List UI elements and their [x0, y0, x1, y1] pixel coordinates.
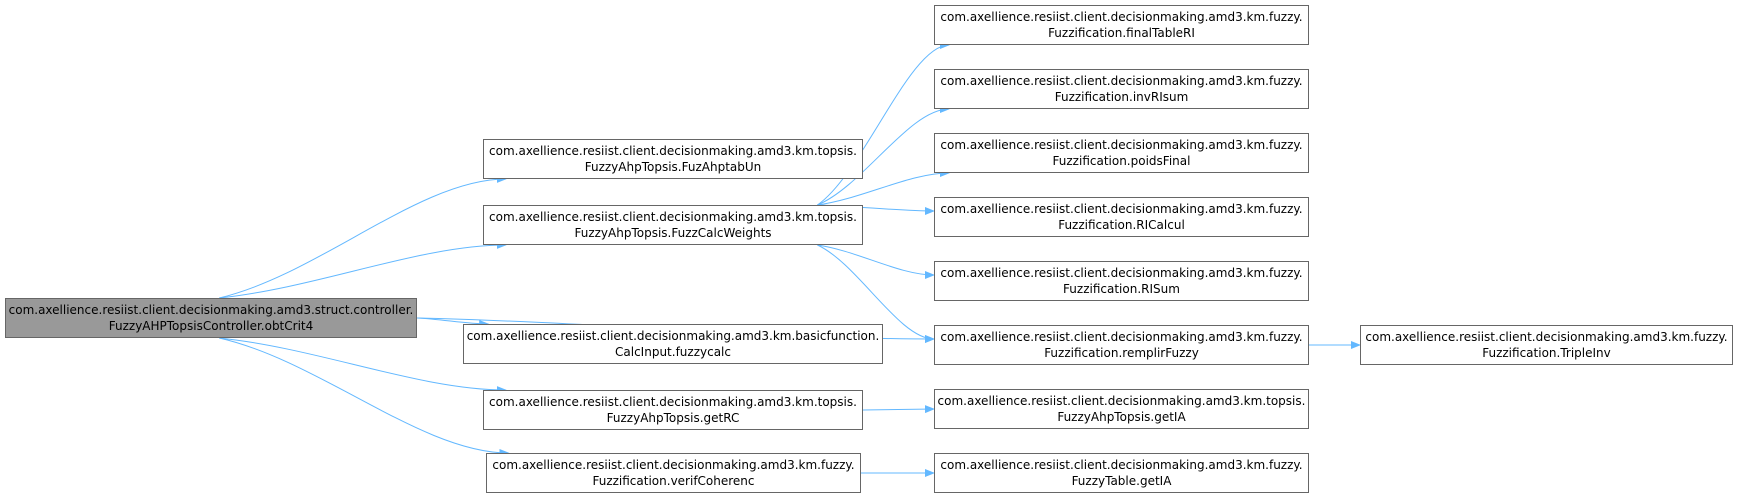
- node-verifcoherenc-method: Fuzzification.verifCoherenc: [592, 474, 755, 488]
- node-getia-table-package: com.axellience.resiist.client.decisionma…: [940, 458, 1303, 472]
- node-poidsfinal-method: Fuzzification.poidsFinal: [1052, 154, 1191, 168]
- node-finaltableri-package: com.axellience.resiist.client.decisionma…: [940, 10, 1303, 24]
- edge-fuzzcalcweights-to-invrisum: [817, 105, 950, 206]
- node-getia-table[interactable]: com.axellience.resiist.client.decisionma…: [934, 453, 1309, 493]
- node-getia-table-method: FuzzyTable.getIA: [1071, 474, 1172, 488]
- node-fuzzcalcweights-method: FuzzyAhpTopsis.FuzzCalcWeights: [574, 226, 772, 240]
- node-fuzzcalcweights-package: com.axellience.resiist.client.decisionma…: [489, 210, 857, 224]
- node-risum-package: com.axellience.resiist.client.decisionma…: [940, 266, 1303, 280]
- node-finaltableri[interactable]: com.axellience.resiist.client.decisionma…: [934, 5, 1309, 45]
- edge-root-to-verifcoherenc: [219, 337, 510, 457]
- node-invrisum-method: Fuzzification.invRIsum: [1054, 90, 1189, 104]
- node-obtcrit4-method: FuzzyAHPTopsisController.obtCrit4: [108, 319, 314, 333]
- edge-root-to-getrc: [219, 337, 507, 394]
- node-remplirfuzzy-package: com.axellience.resiist.client.decisionma…: [940, 330, 1303, 344]
- edge-fuzzcalcweights-to-remplirfuzzy: [817, 244, 935, 343]
- node-fuzzycalc[interactable]: com.axellience.resiist.client.decisionma…: [463, 324, 883, 364]
- node-finaltableri-method: Fuzzification.finalTableRI: [1048, 26, 1195, 40]
- edge-fuzzcalcweights-to-risum: [817, 244, 935, 279]
- edge-getrc-to-getia_topsis: [862, 405, 935, 414]
- node-fuzahptabun[interactable]: com.axellience.resiist.client.decisionma…: [483, 139, 863, 179]
- node-obtcrit4[interactable]: com.axellience.resiist.client.decisionma…: [5, 298, 417, 338]
- node-poidsfinal-package: com.axellience.resiist.client.decisionma…: [940, 138, 1303, 152]
- node-risum-method: Fuzzification.RISum: [1063, 282, 1180, 296]
- node-remplirfuzzy[interactable]: com.axellience.resiist.client.decisionma…: [934, 325, 1309, 365]
- node-getia-topsis-package: com.axellience.resiist.client.decisionma…: [937, 394, 1306, 408]
- node-getrc-package: com.axellience.resiist.client.decisionma…: [489, 395, 857, 409]
- node-fuzahptabun-method: FuzzyAhpTopsis.FuzAhptabUn: [584, 160, 762, 174]
- edge-fuzzcalcweights-to-finaltableri: [817, 41, 950, 206]
- node-ricalcul[interactable]: com.axellience.resiist.client.decisionma…: [934, 197, 1309, 237]
- node-invrisum[interactable]: com.axellience.resiist.client.decisionma…: [934, 69, 1309, 109]
- node-getia-topsis[interactable]: com.axellience.resiist.client.decisionma…: [934, 389, 1309, 429]
- node-remplirfuzzy-method: Fuzzification.remplirFuzzy: [1044, 346, 1199, 360]
- node-invrisum-package: com.axellience.resiist.client.decisionma…: [940, 74, 1303, 88]
- node-getrc-method: FuzzyAhpTopsis.getRC: [606, 411, 740, 425]
- node-tripleinv-package: com.axellience.resiist.client.decisionma…: [1365, 330, 1728, 344]
- node-getia-topsis-method: FuzzyAhpTopsis.getIA: [1057, 410, 1186, 424]
- node-fuzahptabun-package: com.axellience.resiist.client.decisionma…: [489, 144, 857, 158]
- edge-root-to-fuzzcalcweights: [219, 241, 507, 299]
- node-risum[interactable]: com.axellience.resiist.client.decisionma…: [934, 261, 1309, 301]
- node-tripleinv-method: Fuzzification.TripleInv: [1482, 346, 1611, 360]
- edge-fuzzcalcweights-to-poidsfinal: [817, 169, 950, 206]
- node-tripleinv[interactable]: com.axellience.resiist.client.decisionma…: [1360, 325, 1733, 365]
- node-ricalcul-package: com.axellience.resiist.client.decisionma…: [940, 202, 1303, 216]
- edge-root-to-fuzahptabun: [219, 175, 507, 299]
- node-verifcoherenc[interactable]: com.axellience.resiist.client.decisionma…: [486, 453, 861, 493]
- node-poidsfinal[interactable]: com.axellience.resiist.client.decisionma…: [934, 133, 1309, 173]
- node-obtcrit4-package: com.axellience.resiist.client.decisionma…: [8, 303, 414, 317]
- node-fuzzycalc-method: CalcInput.fuzzycalc: [615, 345, 731, 359]
- node-fuzzcalcweights[interactable]: com.axellience.resiist.client.decisionma…: [483, 205, 863, 245]
- node-getrc[interactable]: com.axellience.resiist.client.decisionma…: [483, 390, 863, 430]
- node-fuzzycalc-package: com.axellience.resiist.client.decisionma…: [466, 329, 880, 343]
- node-ricalcul-method: Fuzzification.RICalcul: [1058, 218, 1185, 232]
- node-verifcoherenc-package: com.axellience.resiist.client.decisionma…: [492, 458, 855, 472]
